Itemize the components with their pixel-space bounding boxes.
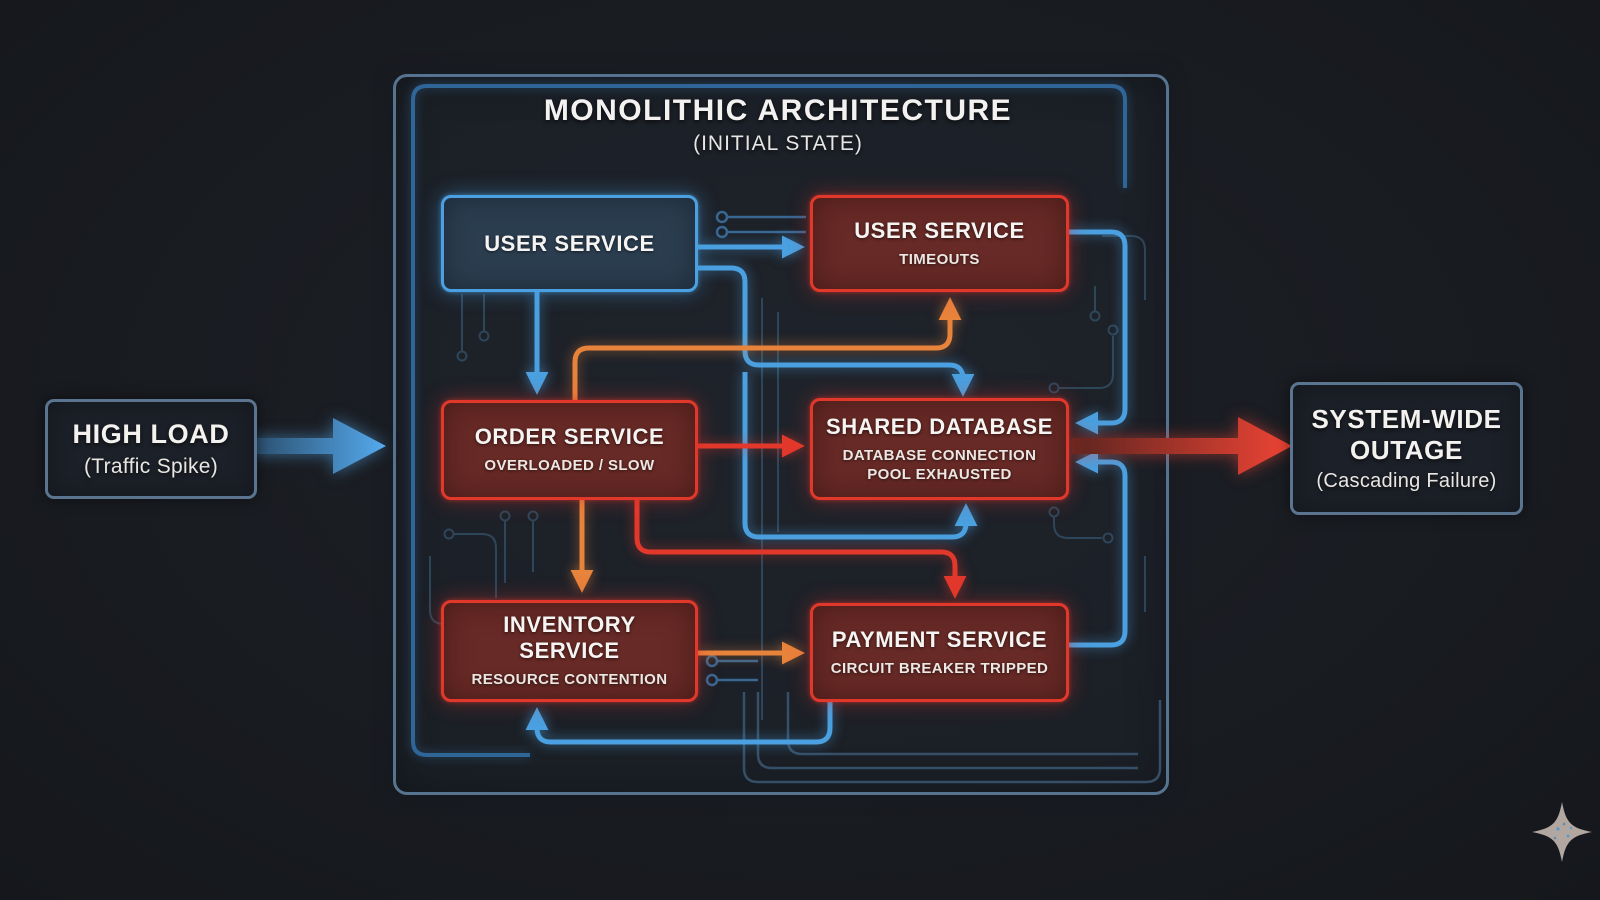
system-outage-title: SYSTEM-WIDE OUTAGE [1311,404,1502,465]
user-service-timeouts-title: USER SERVICE [854,217,1025,243]
inventory-service-status: RESOURCE CONTENTION [471,671,668,689]
system-outage-subtitle: (Cascading Failure) [1316,469,1497,492]
payment-service-box: PAYMENT SERVICE CIRCUIT BREAKER TRIPPED [810,603,1069,702]
payment-service-title: PAYMENT SERVICE [831,626,1048,652]
sparkle-icon [1532,802,1592,862]
payment-service-status: CIRCUIT BREAKER TRIPPED [830,659,1049,677]
user-service-title: USER SERVICE [484,230,655,256]
outage-arrow [1072,417,1292,475]
red-failure-arrows [634,434,967,599]
shared-database-box: SHARED DATABASE DATABASE CONNECTION POOL… [810,398,1069,500]
blue-flow-arrows [525,229,1128,745]
inventory-service-box: INVENTORY SERVICE RESOURCE CONTENTION [441,600,698,702]
order-service-title: ORDER SERVICE [474,424,665,450]
inner-loop-trace [411,84,1127,757]
order-service-box: ORDER SERVICE OVERLOADED / SLOW [441,400,698,500]
diagram-title: MONOLITHIC ARCHITECTURE [543,94,1013,127]
user-service-timeouts-box: USER SERVICE TIMEOUTS [810,195,1069,292]
circuit-traces-bottom [742,692,1162,784]
shared-database-title: SHARED DATABASE [826,413,1053,439]
diagram-subtitle: (INITIAL STATE) [693,132,863,155]
high-load-arrow [253,418,386,474]
system-outage-box: SYSTEM-WIDE OUTAGE (Cascading Failure) [1290,382,1523,515]
shared-database-status: DATABASE CONNECTION POOL EXHAUSTED [842,446,1037,484]
high-load-subtitle: (Traffic Spike) [83,454,219,478]
user-service-box: USER SERVICE [441,195,698,292]
order-service-status: OVERLOADED / SLOW [484,457,655,475]
high-load-box: HIGH LOAD (Traffic Spike) [45,399,257,499]
inventory-service-title: INVENTORY SERVICE [503,612,636,664]
orange-cascade-arrows [570,297,962,665]
connector-dots [705,210,806,687]
high-load-title: HIGH LOAD [72,419,230,450]
user-service-timeouts-status: TIMEOUTS [899,250,980,268]
